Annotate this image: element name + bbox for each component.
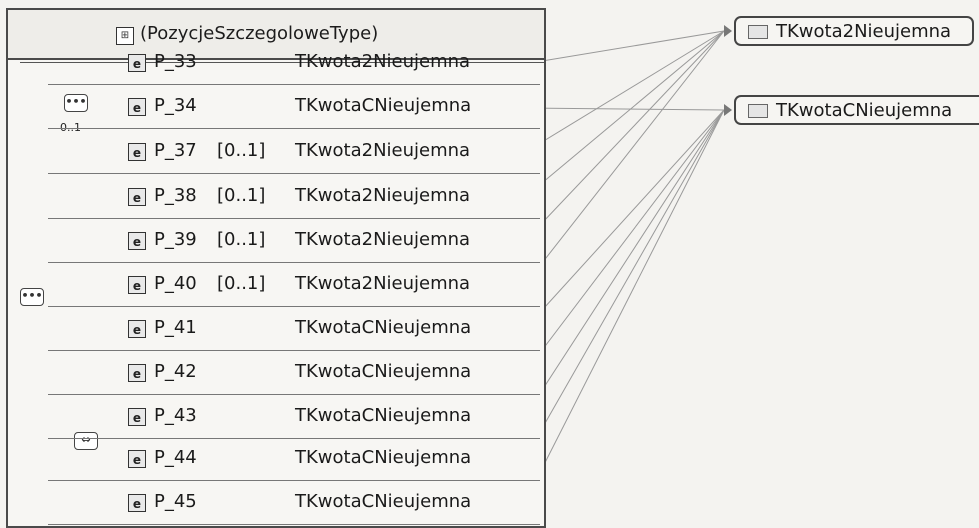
element-type: TKwota2Nieujemna: [295, 185, 471, 206]
element-icon: e: [128, 320, 146, 338]
element-name: P_34: [154, 95, 197, 116]
arrowhead-icon: [724, 104, 732, 116]
row-divider: [48, 128, 540, 129]
element-row-p37[interactable]: e P_37 [0..1] TKwota2Nieujemna: [0, 133, 540, 177]
target-type-label: TKwota2Nieujemna: [776, 21, 952, 42]
sequence-compositor-p33-p34[interactable]: •••: [64, 94, 88, 112]
type-reference-line: [523, 30, 725, 65]
complex-type-icon: ⊞: [116, 27, 134, 45]
element-name: P_43: [154, 405, 197, 426]
element-row-p43[interactable]: e P_43 TKwotaCNieujemna: [0, 398, 540, 442]
element-name: P_45: [154, 491, 197, 512]
element-row-p45[interactable]: e P_45 TKwotaCNieujemna: [0, 484, 540, 528]
type-reference-line: [523, 109, 725, 419]
element-cardinality: [0..1]: [217, 185, 266, 206]
simple-type-icon: [748, 25, 768, 39]
element-cardinality: [0..1]: [217, 229, 266, 250]
row-divider: [48, 524, 540, 525]
sequence-compositor-main[interactable]: •••: [20, 288, 44, 306]
element-icon: e: [128, 276, 146, 294]
header-divider: [20, 62, 544, 63]
target-type-label: TKwotaCNieujemna: [776, 100, 953, 121]
element-cardinality: [0..1]: [217, 140, 266, 161]
element-icon: e: [128, 494, 146, 512]
element-icon: e: [128, 408, 146, 426]
row-divider: [48, 480, 540, 481]
target-type-tkwotacnieujemna[interactable]: TKwotaCNieujemna: [734, 95, 979, 125]
row-divider: [48, 84, 540, 85]
element-type: TKwota2Nieujemna: [295, 140, 471, 161]
element-row-p44[interactable]: e P_44 TKwotaCNieujemna: [0, 440, 540, 484]
element-icon: e: [128, 232, 146, 250]
element-type: TKwotaCNieujemna: [295, 491, 472, 512]
element-row-p38[interactable]: e P_38 [0..1] TKwota2Nieujemna: [0, 178, 540, 222]
row-divider: [48, 262, 540, 263]
element-name: P_39: [154, 229, 197, 250]
complex-type-header: ⊞ (PozycjeSzczegoloweType): [8, 10, 544, 60]
element-type: TKwota2Nieujemna: [295, 51, 471, 72]
element-row-p42[interactable]: e P_42 TKwotaCNieujemna: [0, 354, 540, 398]
element-row-p34[interactable]: e P_34 TKwotaCNieujemna: [0, 88, 540, 132]
element-icon: e: [128, 98, 146, 116]
type-reference-line: [523, 109, 725, 331]
element-name: P_42: [154, 361, 197, 382]
element-name: P_41: [154, 317, 197, 338]
element-row-p40[interactable]: e P_40 [0..1] TKwota2Nieujemna: [0, 266, 540, 310]
element-type: TKwotaCNieujemna: [295, 447, 472, 468]
element-name: P_38: [154, 185, 197, 206]
row-divider: [48, 350, 540, 351]
type-reference-line: [523, 30, 725, 287]
element-name: P_33: [154, 51, 197, 72]
type-reference-line: [523, 109, 725, 505]
element-type: TKwotaCNieujemna: [295, 317, 472, 338]
complex-type-title: (PozycjeSzczegoloweType): [140, 23, 379, 44]
element-type: TKwota2Nieujemna: [295, 273, 471, 294]
element-row-p33[interactable]: e P_33 TKwota2Nieujemna: [0, 44, 540, 88]
row-divider: [48, 394, 540, 395]
element-icon: e: [128, 364, 146, 382]
element-type: TKwotaCNieujemna: [295, 361, 472, 382]
row-divider: [48, 306, 540, 307]
type-reference-line: [523, 107, 725, 111]
element-type: TKwotaCNieujemna: [295, 405, 472, 426]
element-icon: e: [128, 54, 146, 72]
row-divider: [48, 173, 540, 174]
element-row-p39[interactable]: e P_39 [0..1] TKwota2Nieujemna: [0, 222, 540, 266]
type-reference-line: [523, 30, 725, 243]
row-divider: [48, 218, 540, 219]
element-name: P_37: [154, 140, 197, 161]
type-reference-line: [523, 30, 725, 199]
type-reference-line: [523, 109, 725, 375]
type-reference-line: [523, 30, 725, 154]
simple-type-icon: [748, 104, 768, 118]
element-name: P_44: [154, 447, 197, 468]
element-type: TKwotaCNieujemna: [295, 95, 472, 116]
choice-compositor-p43-p44[interactable]: ⇔: [74, 432, 98, 450]
sequence-cardinality: 0..1: [60, 121, 81, 134]
element-icon: e: [128, 143, 146, 161]
element-cardinality: [0..1]: [217, 273, 266, 294]
target-type-tkwota2nieujemna[interactable]: TKwota2Nieujemna: [734, 16, 974, 46]
element-row-p41[interactable]: e P_41 TKwotaCNieujemna: [0, 310, 540, 354]
element-icon: e: [128, 188, 146, 206]
arrowhead-icon: [724, 25, 732, 37]
element-type: TKwota2Nieujemna: [295, 229, 471, 250]
element-name: P_40: [154, 273, 197, 294]
element-icon: e: [128, 450, 146, 468]
type-reference-line: [523, 109, 725, 461]
row-divider: [48, 438, 540, 439]
